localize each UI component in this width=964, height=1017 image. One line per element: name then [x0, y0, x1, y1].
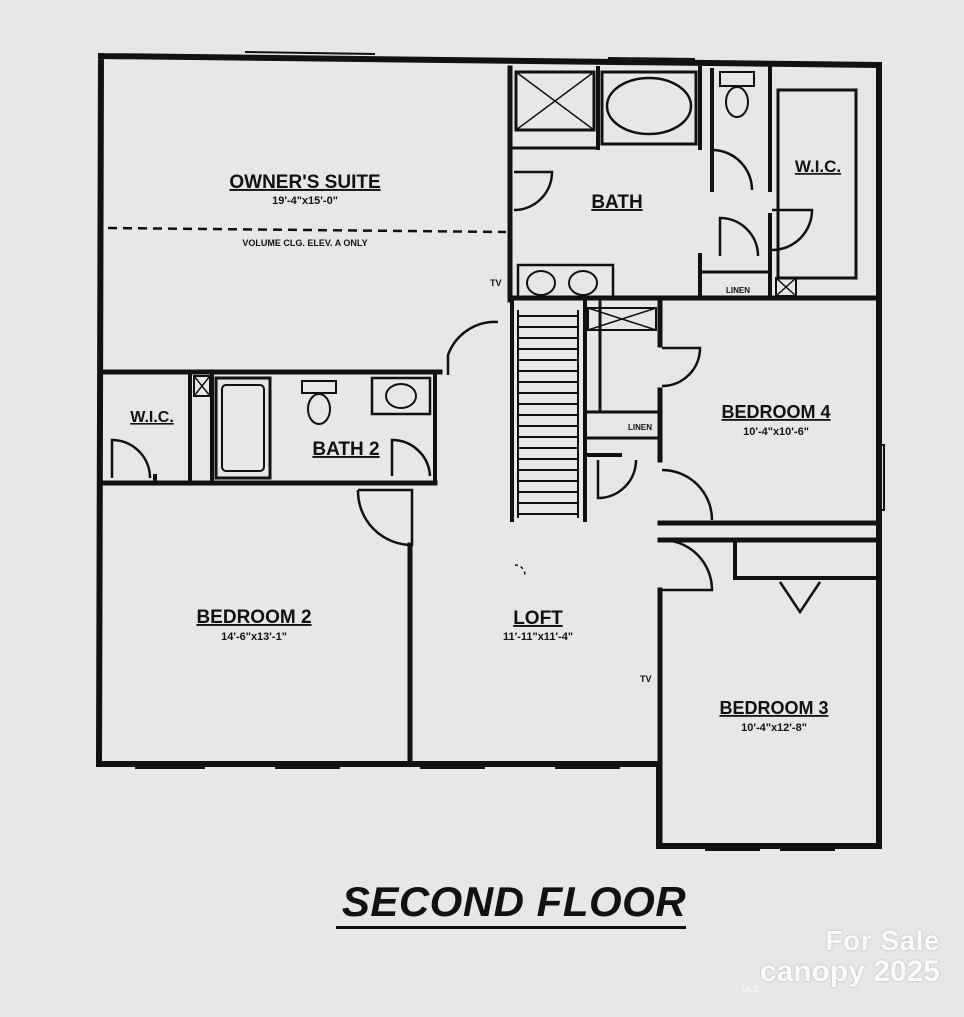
bath-label: BATH [591, 192, 642, 213]
bedroom3-dims: 10'-4"x12'-8" [741, 722, 807, 734]
owners-suite-dims: 19'-4"x15'-0" [272, 195, 338, 207]
wic-bed2-label: W.I.C. [130, 409, 174, 426]
linen-hall-label: LINEN [628, 423, 652, 432]
owners-suite-label: OWNER'S SUITE [229, 172, 380, 193]
tv-owner-label: TV [490, 278, 502, 288]
bedroom4-dims: 10'-4"x10'-6" [743, 426, 809, 438]
room-labels: OWNER'S SUITE 19'-4"x15'-0" VOLUME CLG. … [130, 157, 841, 734]
loft-dims: 11'-11"x11'-4" [503, 631, 573, 643]
bath2-label: BATH 2 [312, 439, 379, 460]
bedroom2-label: BEDROOM 2 [196, 607, 311, 628]
floor-title-underline [336, 926, 686, 929]
volume-ceiling-line [107, 226, 507, 234]
fixtures [193, 70, 858, 518]
wic-owner-label: W.I.C. [795, 157, 841, 176]
loft-label: LOFT [513, 608, 563, 629]
volume-ceiling-note: VOLUME CLG. ELEV. A ONLY [242, 238, 367, 248]
bedroom4-label: BEDROOM 4 [721, 402, 830, 422]
bedroom3-label: BEDROOM 3 [719, 698, 828, 718]
watermark-brand: canopy 2025 [759, 955, 940, 988]
listing-watermark: For Sale canopy 2025 [700, 925, 940, 989]
floor-title: SECOND FLOOR [341, 878, 687, 925]
linen-owner-label: LINEN [726, 286, 750, 295]
doors [110, 148, 822, 615]
watermark-mls: MLS [742, 985, 759, 994]
watermark-for-sale: For Sale [825, 925, 940, 956]
tv-loft-label: TV [640, 674, 652, 684]
stair-treads [518, 315, 578, 515]
bedroom2-dims: 14'-6"x13'-1" [221, 631, 287, 643]
